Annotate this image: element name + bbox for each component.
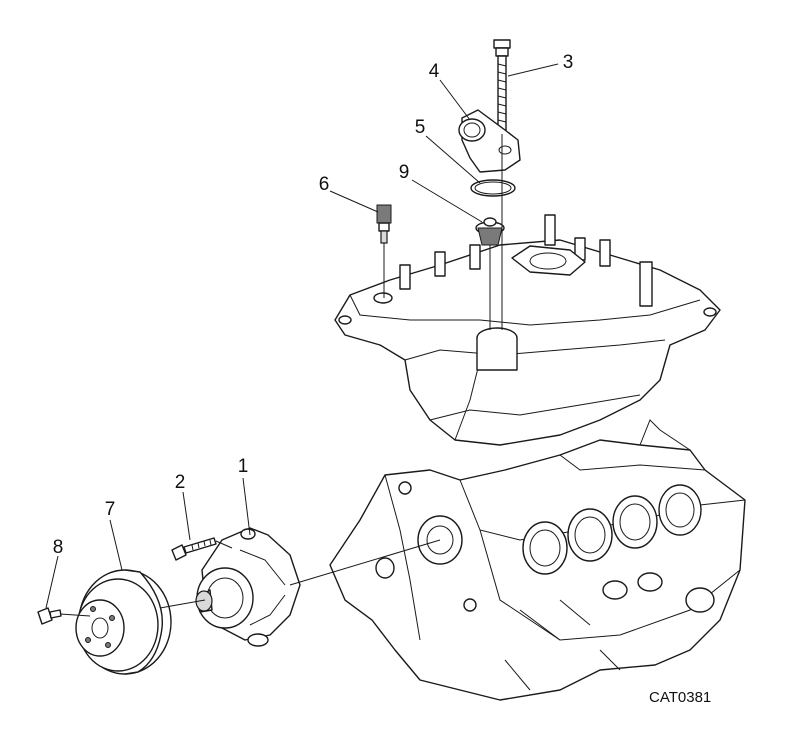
callout-5: 5 [415, 117, 426, 138]
callout-1: 1 [238, 456, 249, 477]
callout-7: 7 [105, 499, 116, 520]
o-ring-seal-part-5 [470, 179, 516, 197]
pulley-part-7 [75, 569, 172, 675]
reference-code: CAT0381 [649, 689, 711, 706]
assembly-centre-lines [59, 134, 503, 617]
callout-9: 9 [399, 162, 410, 183]
bolt-part-8 [37, 607, 62, 625]
bolt-part-3 [493, 39, 511, 135]
intake-manifold [334, 214, 721, 446]
bolt-part-2 [171, 537, 217, 561]
thermostat-part-9 [475, 217, 505, 252]
callout-leader-lines [45, 63, 559, 609]
callout-2: 2 [175, 472, 186, 493]
thermostat-housing-part-4 [458, 109, 521, 173]
temperature-sensor-part-6 [376, 204, 392, 244]
callout-4: 4 [429, 61, 440, 82]
callout-3: 3 [563, 52, 574, 73]
engine-block [329, 419, 746, 701]
callout-8: 8 [53, 537, 64, 558]
callout-6: 6 [319, 174, 330, 195]
water-pump-part-1 [195, 527, 301, 647]
